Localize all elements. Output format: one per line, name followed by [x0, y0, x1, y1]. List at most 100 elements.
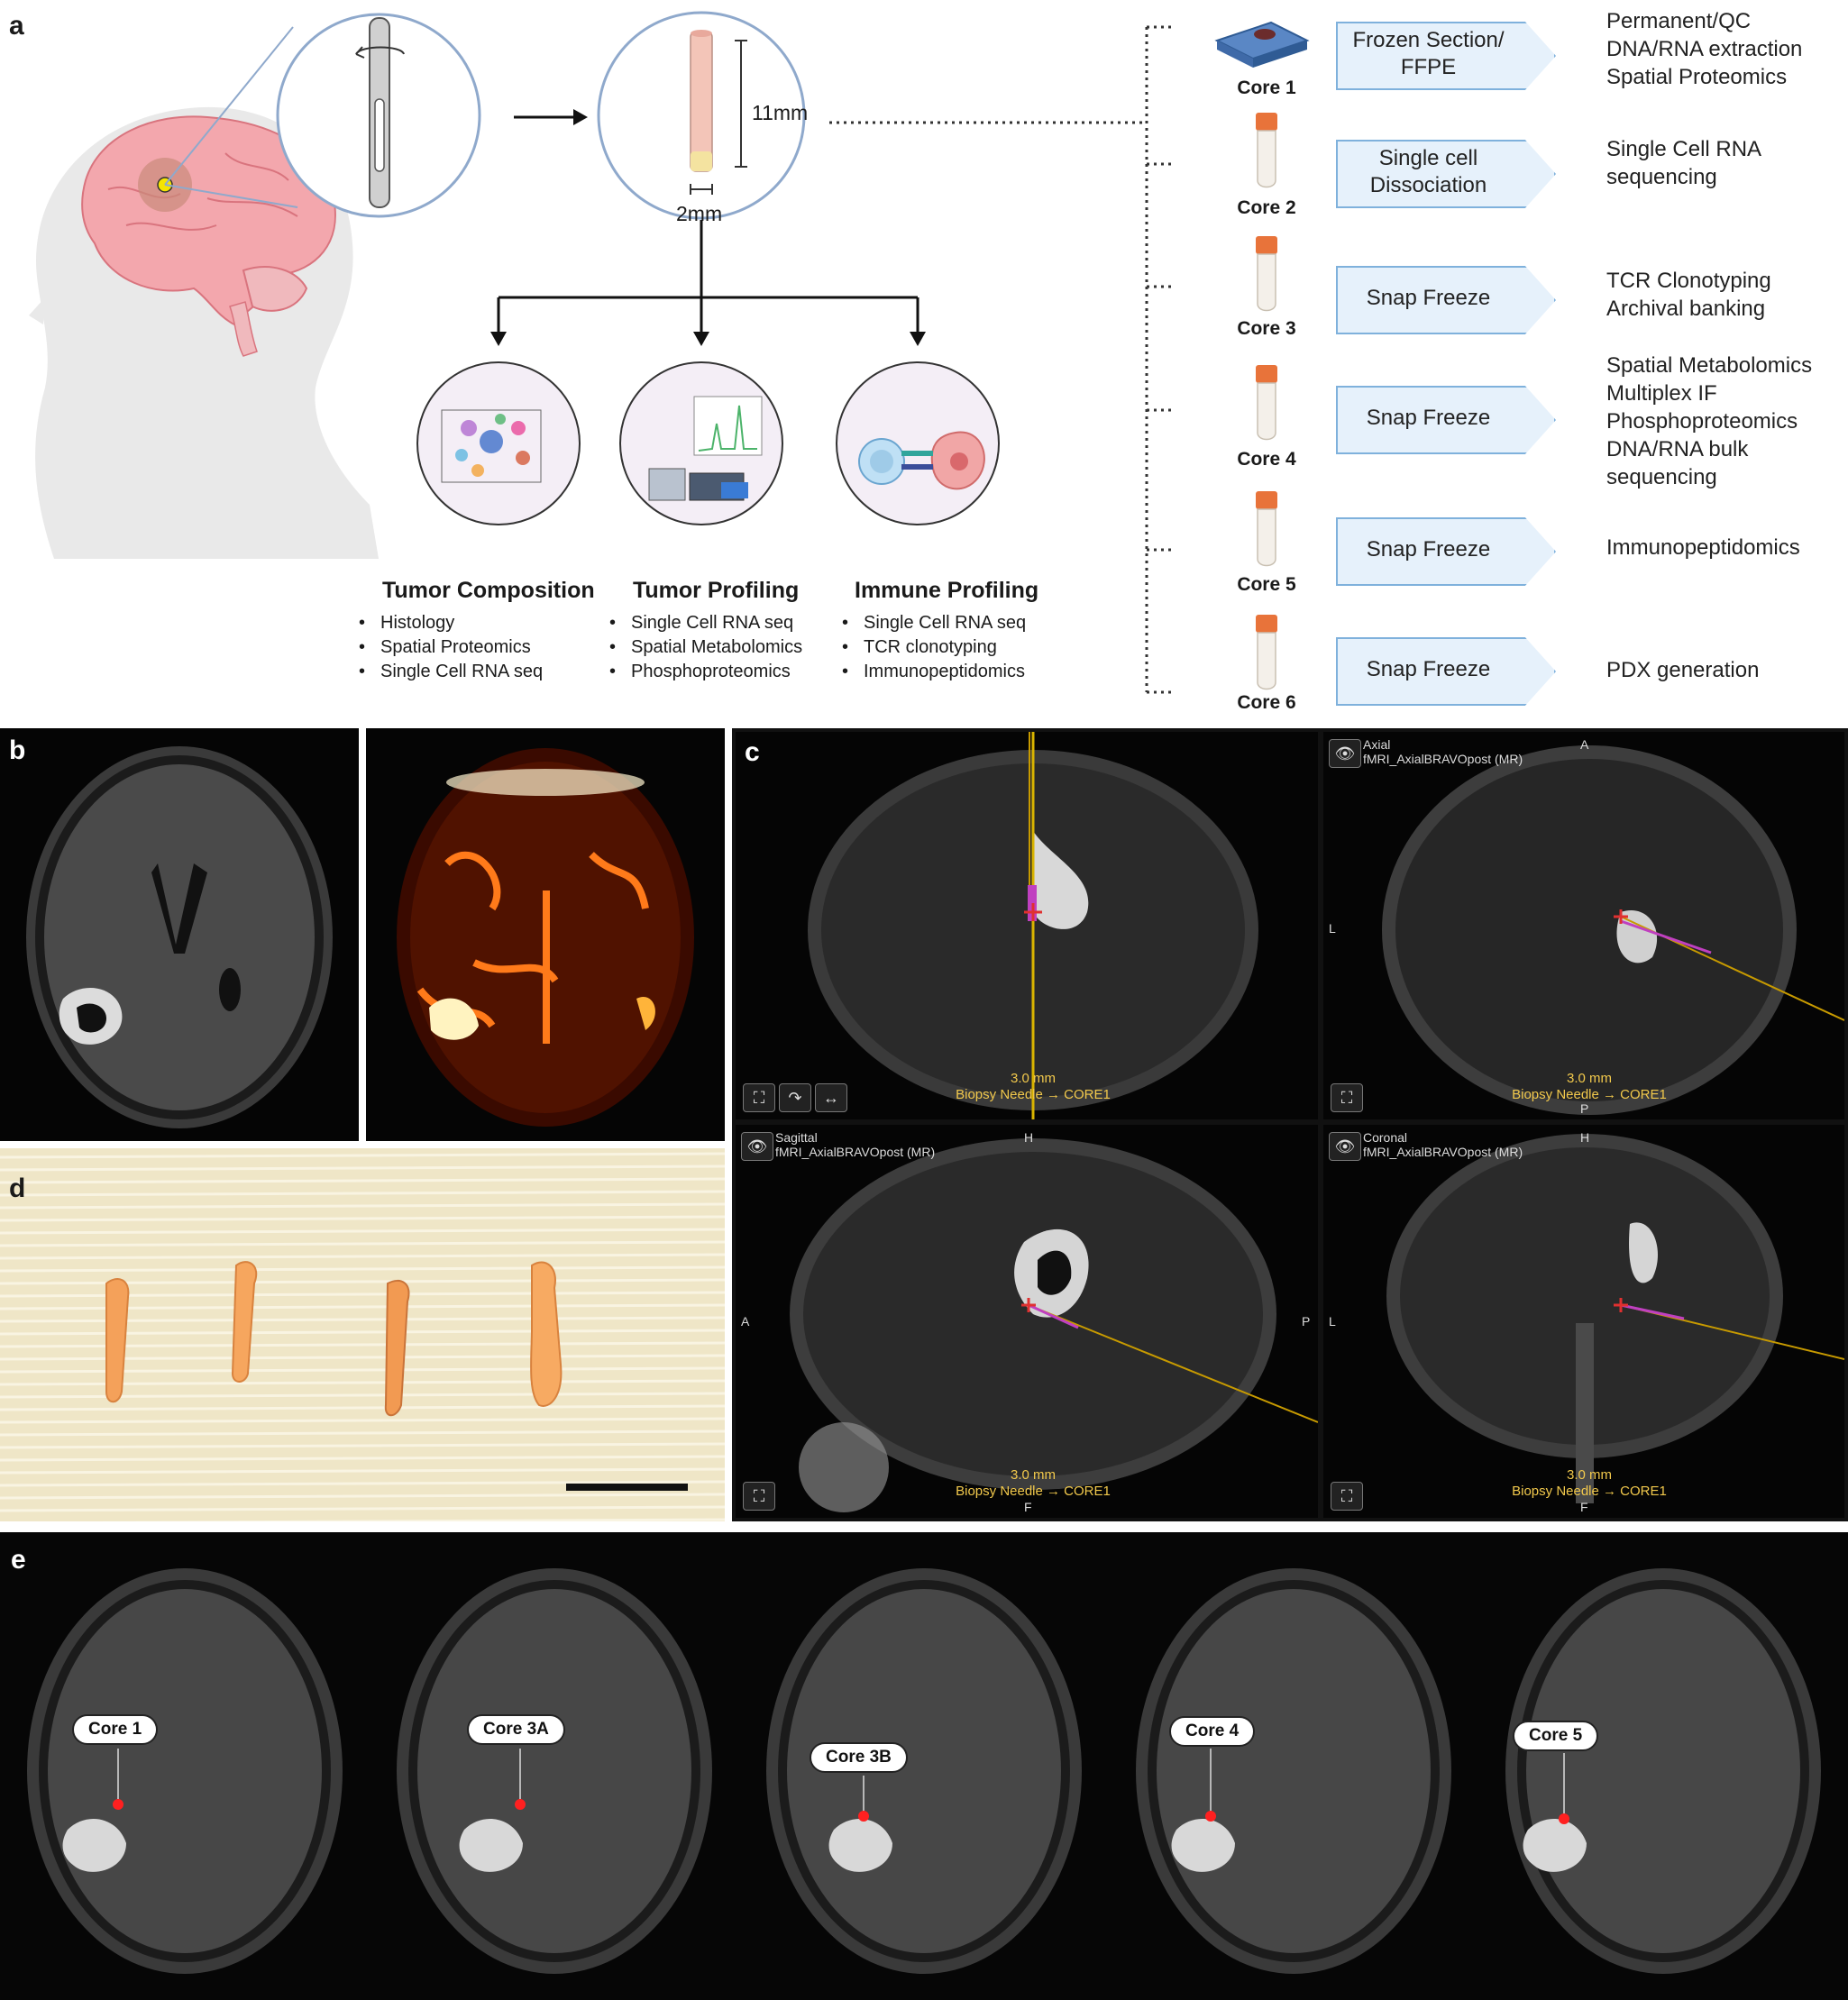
tissue-core	[231, 1261, 258, 1383]
profile-item: Spatial Metabolomics	[609, 635, 802, 660]
orient-left: L	[1329, 921, 1336, 936]
tube-icon	[1256, 236, 1277, 312]
panel-c-letter: c	[745, 737, 760, 767]
panel-b-mri-t1: b	[0, 728, 359, 1141]
core-width-label: 2mm	[676, 202, 723, 225]
profile-item: Spatial Proteomics	[359, 635, 543, 660]
visibility-eye-icon[interactable]: 👁	[1329, 1132, 1361, 1161]
panel-a-illustration	[29, 11, 1172, 694]
panel-d-specimen-photo: d	[0, 1148, 725, 1521]
view-info-axial: Axial fMRI_AxialBRAVOpost (MR)	[1363, 737, 1523, 766]
fullscreen-icon[interactable]: ⛶	[743, 1083, 775, 1112]
needle-target-label: Biopsy Needle → CORE1	[1512, 1484, 1667, 1499]
core-tag-1: Core 1	[72, 1714, 159, 1745]
visibility-eye-icon[interactable]: 👁	[1329, 739, 1361, 768]
profile-item: TCR clonotyping	[842, 635, 1026, 660]
profile-list-tumor-profiling: Single Cell RNA seq Spatial Metabolomics…	[609, 611, 802, 684]
view-name: Coronal	[1363, 1130, 1408, 1145]
nav-view-coronal: 👁 Coronal fMRI_AxialBRAVOpost (MR) H F L…	[1323, 1125, 1844, 1518]
profile-item: Phosphoproteomics	[609, 660, 802, 684]
profile-title-tumor-composition: Tumor Composition	[382, 578, 595, 603]
use-line: DNA/RNA extraction	[1606, 37, 1803, 61]
method-box-core-4	[1336, 386, 1556, 454]
profile-title-immune-profiling: Immune Profiling	[855, 578, 1039, 603]
method-box-core-3	[1336, 266, 1556, 334]
method-text-core-4: Snap Freeze	[1366, 406, 1491, 430]
method-box-core-5	[1336, 517, 1556, 586]
profile-item: Single Cell RNA seq	[842, 611, 1026, 635]
rotate-icon[interactable]: ↷	[779, 1083, 811, 1112]
mri-slice	[766, 1568, 1082, 1974]
method-line: FFPE	[1400, 55, 1457, 79]
use-line: Spatial Proteomics	[1606, 65, 1788, 89]
tissue-core	[105, 1278, 130, 1403]
orient-bottom: F	[1580, 1500, 1588, 1514]
panel-e-core-locations: Core 1 Core 3A Core 3B Core 4 Core 5 e	[0, 1532, 1848, 2000]
needle-distance-label: 3.0 mm	[1566, 1071, 1612, 1086]
core-tag-4: Core 4	[1169, 1716, 1256, 1747]
method-text-core-6: Snap Freeze	[1366, 657, 1491, 681]
uses-core-3: TCR Clonotyping Archival banking	[1606, 267, 1771, 323]
method-text-core-3: Snap Freeze	[1366, 286, 1491, 310]
use-line: Multiplex IF	[1606, 381, 1717, 406]
needle-distance-label: 3.0 mm	[1010, 1467, 1056, 1483]
uses-core-6: PDX generation	[1606, 656, 1759, 684]
core-tag-3b: Core 3B	[810, 1742, 908, 1773]
view-series: fMRI_AxialBRAVOpost (MR)	[1363, 752, 1523, 766]
method-box-core-1	[1336, 22, 1556, 90]
slide-icon	[1214, 21, 1310, 68]
core-label-5: Core 5	[1237, 574, 1296, 595]
method-text-core-1: Frozen Section/FFPE	[1336, 22, 1521, 87]
orient-top: H	[1580, 1130, 1590, 1145]
core-label-1: Core 1	[1237, 78, 1296, 98]
core-icons	[1214, 21, 1310, 690]
panel-a-letter: a	[9, 11, 24, 41]
fullscreen-icon[interactable]: ⛶	[1331, 1083, 1363, 1112]
use-line: Permanent/QC	[1606, 9, 1752, 33]
profile-list-immune-profiling: Single Cell RNA seq TCR clonotyping Immu…	[842, 611, 1026, 684]
use-line: sequencing	[1606, 165, 1717, 189]
cerebellum	[242, 266, 308, 312]
profile-title-tumor-profiling: Tumor Profiling	[633, 578, 800, 603]
core-label-4: Core 4	[1237, 449, 1296, 470]
orient-left: L	[1329, 1314, 1336, 1329]
method-line: Single cell	[1378, 146, 1478, 170]
fullscreen-icon[interactable]: ⛶	[1331, 1482, 1363, 1511]
head-nose	[29, 297, 45, 324]
uses-core-4: Spatial Metabolomics Multiplex IF Phosph…	[1606, 352, 1812, 491]
panel-e-mri-series	[27, 1568, 1821, 1974]
tissue-core-icon	[690, 31, 713, 172]
orient-bottom: P	[1580, 1101, 1589, 1116]
view-series: fMRI_AxialBRAVOpost (MR)	[1363, 1145, 1523, 1159]
view-name: Axial	[1363, 737, 1391, 752]
orient-top: H	[1024, 1130, 1034, 1145]
use-line: TCR Clonotyping	[1606, 269, 1771, 293]
core-tag-3a: Core 3A	[467, 1714, 565, 1745]
nav-view-sagittal: 👁 Sagittal fMRI_AxialBRAVOpost (MR) H F …	[736, 1125, 1318, 1518]
panel-c-navigation: 3.0 mm Biopsy Needle → CORE1 ⛶ ↷ ↔ c 👁 A…	[732, 728, 1848, 1521]
nav-view-axial: 👁 Axial fMRI_AxialBRAVOpost (MR) A P L 3…	[1323, 732, 1844, 1119]
use-line: DNA/RNA bulk	[1606, 437, 1749, 461]
pan-icon[interactable]: ↔	[815, 1083, 847, 1112]
use-line: PDX generation	[1606, 658, 1760, 682]
tcell-interaction-icon	[858, 431, 985, 490]
use-line: Spatial Metabolomics	[1606, 353, 1813, 378]
view-info-sagittal: Sagittal fMRI_AxialBRAVOpost (MR)	[775, 1130, 935, 1159]
panel-d-letter: d	[9, 1174, 26, 1203]
use-line: Immunopeptidomics	[1606, 535, 1800, 560]
brain-stem	[229, 301, 258, 357]
mri-slice	[1505, 1568, 1821, 1974]
use-line: Phosphoproteomics	[1606, 409, 1798, 434]
core-length-label: 11mm	[752, 101, 809, 124]
profile-item: Single Cell RNA seq	[359, 660, 543, 684]
mri-slice	[27, 1568, 343, 1974]
core-label-6: Core 6	[1237, 692, 1296, 713]
needle-target-label: Biopsy Needle → CORE1	[956, 1087, 1111, 1102]
visibility-eye-icon[interactable]: 👁	[741, 1132, 773, 1161]
panel-b-perfusion	[366, 728, 725, 1141]
orient-top: A	[1580, 737, 1589, 752]
nav-view-3d: 3.0 mm Biopsy Needle → CORE1 ⛶ ↷ ↔ c	[736, 732, 1318, 1119]
method-text-core-5: Snap Freeze	[1366, 537, 1491, 562]
fullscreen-icon[interactable]: ⛶	[743, 1482, 775, 1511]
